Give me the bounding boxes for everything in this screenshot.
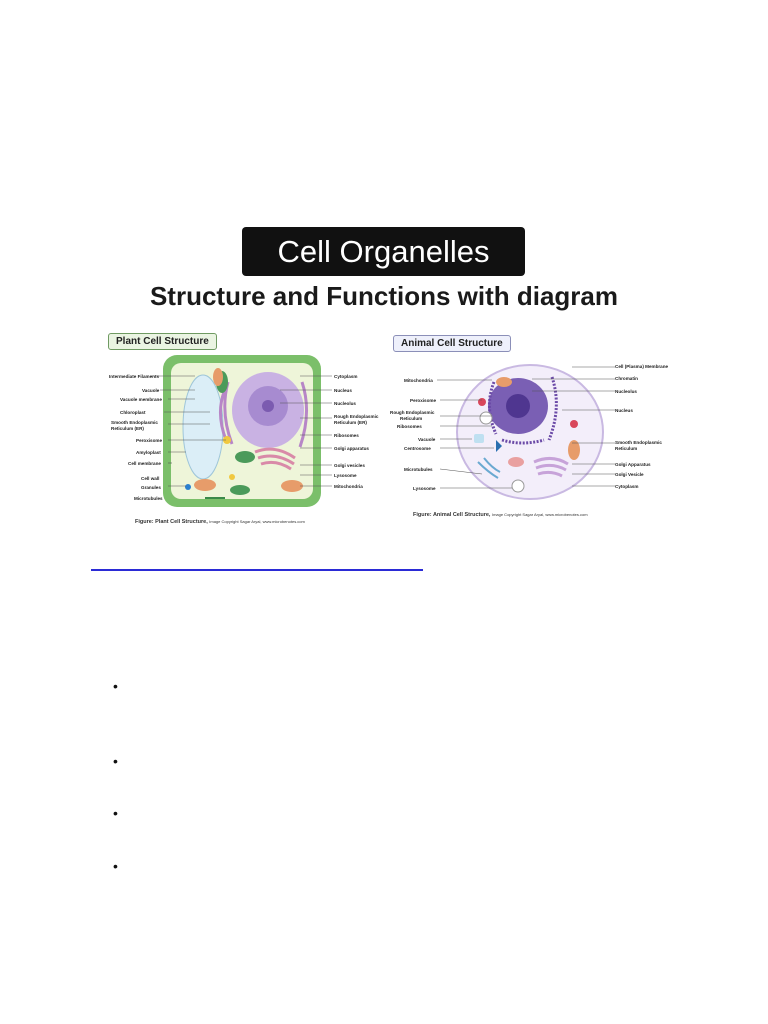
animal-label: Nucleolus: [615, 389, 637, 394]
plant-label: Peroxisome: [136, 438, 163, 443]
animal-nucleolus: [506, 394, 530, 418]
animal-caption-text: Figure: Animal Cell Structure,: [413, 512, 491, 518]
plant-label: Chloroplast: [120, 410, 146, 415]
animal-label: Reticulum: [400, 416, 423, 421]
plant-label: Nucleus: [334, 388, 352, 393]
animal-label: Chromatin: [615, 376, 638, 381]
animal-microtubules: [477, 457, 501, 479]
animal-label: Nucleus: [615, 408, 633, 413]
plant-credit-text: Image Copyright Sagar Aryal, www.microbe…: [209, 519, 305, 524]
plant-granule: [185, 484, 191, 490]
plant-label: Golgi vesicles: [334, 463, 365, 468]
animal-label: Golgi Apparatus: [615, 462, 651, 467]
animal-label: Vacuole: [418, 437, 436, 442]
animal-cell-diagram: [456, 364, 604, 500]
link-underline[interactable]: [91, 569, 423, 571]
plant-label: Cytoplasm: [334, 374, 358, 379]
plant-golgi: [254, 447, 296, 471]
plant-label: Mitochondria: [334, 484, 363, 489]
plant-peroxisome: [223, 436, 231, 444]
plant-label: Granules: [141, 485, 161, 490]
list-item: •: [113, 678, 118, 694]
animal-figure-caption: Figure: Animal Cell Structure, Image Cop…: [413, 512, 588, 518]
plant-label: Ribosomes: [334, 433, 359, 438]
plant-label: Amyloplast: [136, 450, 161, 455]
plant-label: Cell membrane: [128, 461, 161, 466]
animal-label: Rough Endoplasmic: [390, 410, 435, 415]
plant-caption-text: Figure: Plant Cell Structure,: [135, 519, 208, 525]
animal-golgi: [533, 457, 569, 478]
list-item: •: [113, 753, 118, 769]
plant-cell-diagram: [163, 355, 321, 507]
plant-label: Cell wall: [141, 476, 160, 481]
animal-label: Centrosome: [404, 446, 431, 451]
animal-label: Microtubules: [404, 467, 433, 472]
page-subtitle: Structure and Functions with diagram: [149, 281, 619, 311]
plant-panel-title: Plant Cell Structure: [108, 333, 217, 350]
plant-label: Vacuole: [142, 388, 160, 393]
animal-panel-title: Animal Cell Structure: [393, 335, 511, 352]
plant-mitochondria: [194, 479, 216, 491]
plant-label: Rough Endoplasmic: [334, 414, 379, 419]
animal-label: Smooth Endoplasmic: [615, 440, 662, 445]
plant-figure-caption: Figure: Plant Cell Structure, Image Copy…: [135, 519, 305, 525]
animal-leader-lines: [437, 366, 615, 489]
animal-label: Ribosomes: [397, 424, 422, 429]
plant-label: Lysosome: [334, 473, 357, 478]
list-item: •: [113, 805, 118, 821]
animal-label: Golgi Vesicle: [615, 472, 644, 477]
animal-credit-text: Image Copyright Sagar Aryal, www.microbe…: [491, 512, 588, 517]
plant-label: Reticulum (ER): [111, 426, 144, 431]
page-title: Cell Organelles: [242, 227, 525, 276]
animal-rough-er: [488, 376, 558, 445]
animal-label: Reticulum: [615, 446, 638, 451]
animal-mitochondria: [496, 377, 512, 387]
plant-label: Smooth Endoplasmic: [111, 420, 158, 425]
animal-label: Cytoplasm: [615, 484, 639, 489]
plant-label: Microtubules: [134, 496, 163, 501]
plant-leader-lines: [150, 375, 332, 487]
plant-label: Intermediate Filaments: [109, 374, 160, 379]
list-item: •: [113, 858, 118, 874]
animal-label: Cell (Plasma) Membrane: [615, 364, 669, 369]
plant-label: Vacuole membrane: [120, 397, 162, 402]
animal-label: Mitochondria: [404, 378, 433, 383]
plant-label: Reticulum (ER): [334, 420, 367, 425]
plant-label: Nucleolus: [334, 401, 356, 406]
animal-centrosome: [496, 440, 502, 452]
animal-label: Peroxisome: [410, 398, 437, 403]
animal-label: Lysosome: [413, 486, 436, 491]
animal-vacuole: [479, 411, 493, 425]
plant-label: Golgi apparatus: [334, 446, 369, 451]
